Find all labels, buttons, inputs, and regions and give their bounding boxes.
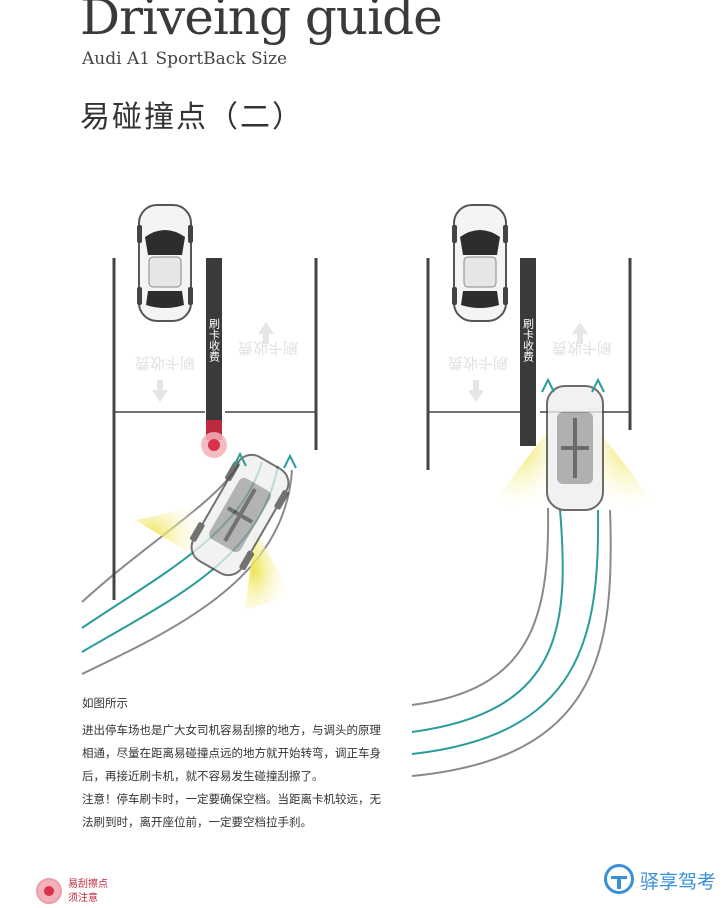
explanation-text: 如图所示 进出停车场也是广大女司机容易刮擦的地方，与调头的原理 相通，尽量在距离… bbox=[82, 692, 412, 834]
right-diagram: 刷卡收费 刷卡收费 刷卡收费 bbox=[411, 204, 660, 777]
left-booth-label: 刷卡收费 bbox=[208, 318, 221, 363]
section-heading: 易碰撞点（二） bbox=[80, 100, 304, 135]
right-lane-label-left: 刷卡收费 bbox=[448, 354, 508, 372]
watermark-text: 驿享驾考 bbox=[640, 871, 717, 893]
watermark: 驿享驾考 bbox=[604, 862, 724, 902]
right-booth-label: 刷卡收费 bbox=[522, 318, 535, 363]
page-title: Driveing guide bbox=[80, 0, 443, 46]
body-line-2: 相通，尽量在距离易碰撞点远的地方就开始转弯，调正车身 bbox=[82, 746, 381, 760]
steering-wheel-icon bbox=[604, 864, 634, 894]
right-parked-car bbox=[451, 204, 509, 322]
caption: 如图所示 bbox=[82, 696, 128, 710]
left-lane-label-right: 刷卡收费 bbox=[238, 339, 298, 357]
left-turning-car bbox=[190, 453, 290, 577]
left-parked-car bbox=[136, 204, 194, 322]
body-line-3: 后，再接近刷卡机，就不容易发生碰撞刮擦了。 bbox=[82, 769, 324, 783]
parking-diagram: 刷卡收费 刷卡收费 刷卡收费 bbox=[81, 204, 660, 777]
right-lane-label-right: 刷卡收费 bbox=[552, 339, 612, 357]
right-approaching-car bbox=[546, 385, 604, 511]
body-line-1: 进出停车场也是广大女司机容易刮擦的地方，与调头的原理 bbox=[82, 723, 381, 737]
left-diagram: 刷卡收费 刷卡收费 刷卡收费 bbox=[81, 204, 318, 675]
collision-point-legend-icon bbox=[36, 878, 62, 904]
left-lane-label-left: 刷卡收费 bbox=[135, 354, 195, 372]
page-subtitle: Audi A1 SportBack Size bbox=[82, 49, 288, 69]
body-line-5: 法刷到时，离开座位前，一定要空档拉手刹。 bbox=[82, 815, 312, 829]
legend-line-1: 易刮擦点 bbox=[68, 879, 108, 890]
legend-line-2: 须注意 bbox=[68, 893, 98, 904]
body-line-4: 注意！停车刷卡时，一定要确保空档。当距离卡机较远，无 bbox=[82, 792, 381, 806]
